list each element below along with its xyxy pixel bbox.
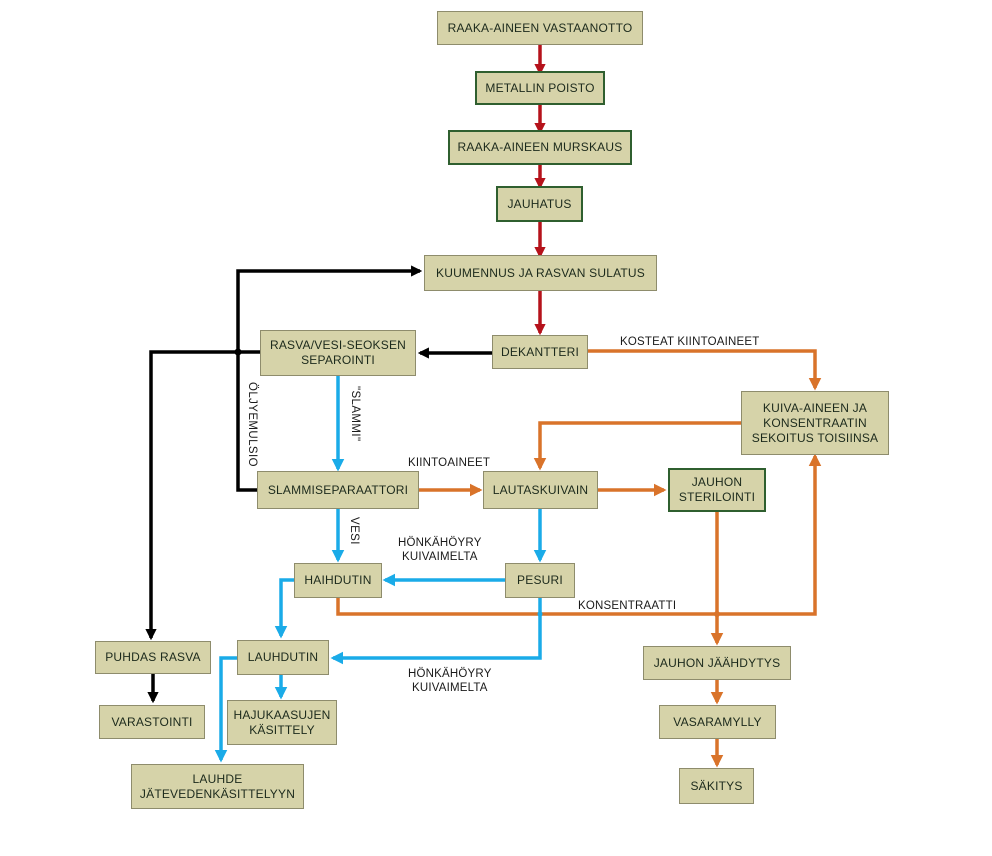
vapor-from-dryer-label-1: HÖNKÄHÖYRY KUIVAIMELTA	[398, 537, 482, 563]
dry-matter-concentrate-mixing-box: KUIVA-AINEEN JA KONSENTRAATIN SEKOITUS T…	[741, 391, 889, 455]
water-label: VESI	[348, 517, 360, 545]
concentrate-label: KONSENTRAATTI	[578, 600, 677, 612]
raw-material-receiving-box: RAAKA-AINEEN VASTAANOTTO	[437, 11, 643, 45]
arrow-separation-to-pure-fat	[145, 350, 260, 641]
oil-emulsion-label: ÖLJYEMULSIO	[246, 382, 258, 467]
fat-water-separation-box: RASVA/VESI-SEOKSEN SEPAROINTI	[260, 330, 416, 376]
arrow-mixing-to-disc-dryer	[533, 421, 741, 471]
vapor-from-dryer-label-2: HÖNKÄHÖYRY KUIVAIMELTA	[408, 668, 492, 694]
sludge-label: "SLAMMI"	[349, 386, 361, 442]
storage-box: VARASTOINTI	[99, 705, 205, 739]
arrow-concentrate-to-mixing	[336, 453, 822, 616]
condenser-box: LAUHDUTIN	[237, 640, 329, 675]
odor-gas-treatment-box: HAJUKAASUJEN KÄSITTELY	[227, 700, 337, 745]
scrubber-box: PESURI	[505, 563, 575, 598]
meal-cooling-box: JAUHON JÄÄHDYTYS	[643, 646, 791, 680]
arrow-decanter-to-mixing	[588, 349, 822, 391]
arrow-oil-emulsion-to-heating	[236, 265, 423, 492]
bagging-box: SÄKITYS	[679, 768, 754, 804]
line-junction	[537, 611, 543, 617]
raw-material-crushing-box: RAAKA-AINEEN MURSKAUS	[448, 130, 632, 165]
condensate-wastewater-box: LAUHDE JÄTEVEDENKÄSITTELYYN	[131, 764, 304, 809]
heating-fat-melting-box: KUUMENNUS JA RASVAN SULATUS	[424, 255, 657, 291]
arrow-scrubber-to-condenser	[330, 598, 542, 665]
hammer-mill-box: VASARAMYLLY	[659, 705, 776, 739]
grinding-box: JAUHATUS	[496, 186, 583, 222]
arrow-condenser-to-condensate	[214, 656, 237, 763]
moist-solids-label: KOSTEAT KIINTOAINEET	[620, 336, 760, 348]
pure-fat-box: PUHDAS RASVA	[95, 641, 211, 674]
metal-removal-box: METALLIN POISTO	[475, 71, 605, 105]
arrow-evaporator-to-condenser	[274, 578, 294, 639]
solids-label: KIINTOAINEET	[408, 457, 491, 469]
line-junction	[714, 611, 720, 617]
sludge-separator-box: SLAMMISEPARAATTORI	[257, 471, 419, 509]
decanter-box: DEKANTTERI	[492, 335, 588, 369]
disc-dryer-box: LAUTASKUIVAIN	[483, 471, 598, 509]
meal-sterilization-box: JAUHON STERILOINTI	[668, 468, 766, 512]
evaporator-box: HAIHDUTIN	[294, 563, 382, 598]
line-junction	[234, 348, 242, 356]
